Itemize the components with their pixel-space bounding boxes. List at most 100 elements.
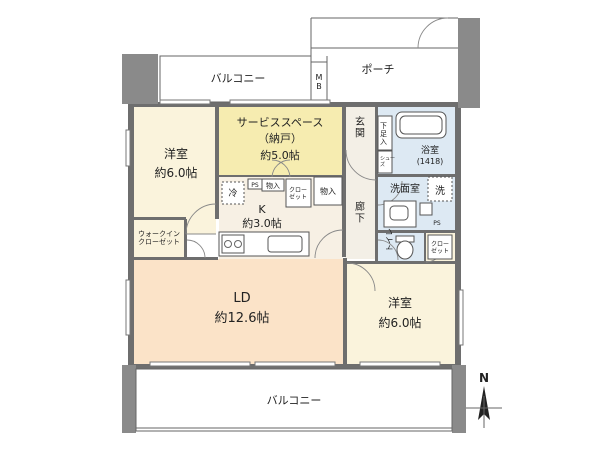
wall-inner-8 xyxy=(347,261,455,264)
toilet-bowl xyxy=(396,240,414,260)
fridge-label: 冷 xyxy=(228,187,237,199)
wall-right xyxy=(455,102,461,368)
top-structures xyxy=(122,17,480,433)
wash-ps-box xyxy=(419,202,433,216)
kitchen-sink xyxy=(267,235,303,253)
corridor-label: 廊下 xyxy=(355,200,365,225)
pillar-bottom-right xyxy=(452,365,466,433)
wall-inner-6 xyxy=(134,257,218,260)
hall-storage-label: 物入 xyxy=(320,186,336,196)
pillar-bottom-left xyxy=(122,365,136,433)
wall-top-right xyxy=(345,102,457,107)
door-toilet xyxy=(377,239,399,261)
toilet-label: トイレ xyxy=(385,228,394,252)
kitchen-closet xyxy=(285,178,312,208)
kitchen-storage-label: 物入 xyxy=(266,181,280,190)
door-entrance xyxy=(345,149,377,181)
wall-inner-11 xyxy=(184,219,187,259)
kitchen-label: K xyxy=(258,203,266,216)
pillar-top-left xyxy=(122,54,158,104)
western-room-right-fill xyxy=(347,263,455,365)
fridge-space xyxy=(221,181,245,205)
wall-inner-9 xyxy=(219,175,343,177)
western-right-label: 洋室 xyxy=(388,295,412,310)
doors xyxy=(185,149,445,292)
ld-label: LD xyxy=(233,291,250,306)
walk-in-closet-label: ウォークインクローゼット xyxy=(138,230,180,246)
corridor-fill xyxy=(345,179,375,259)
wall-inner-12 xyxy=(134,217,186,220)
fixtures xyxy=(218,111,453,260)
entrance-label: 玄関 xyxy=(355,115,365,140)
shoe-box xyxy=(377,115,393,151)
wall-inner-10 xyxy=(424,233,426,261)
compass-cross xyxy=(466,396,502,428)
porch-top-lines xyxy=(310,17,458,56)
kitchen-size-label: 約3.0帖 xyxy=(242,216,282,230)
washer-label: 洗 xyxy=(435,185,445,197)
ld-fill xyxy=(134,259,345,365)
ld-size-label: 約12.6帖 xyxy=(215,311,270,326)
wall-inner-7 xyxy=(343,258,347,366)
toilet-closet-label: クローゼット xyxy=(431,241,449,255)
porch-label: ポーチ xyxy=(362,63,395,76)
hall-storage xyxy=(313,176,343,206)
wall-inner-4 xyxy=(378,174,455,177)
window-bottom-2 xyxy=(254,361,336,367)
bottom-balcony-outline xyxy=(135,368,453,432)
service-space-label: サービススペース xyxy=(237,116,324,129)
window-top-2 xyxy=(229,99,331,105)
washroom-label: 洗面室 xyxy=(390,182,420,195)
window-left-2 xyxy=(125,279,131,336)
pillar-top-right xyxy=(458,18,480,108)
window-right-1 xyxy=(458,289,464,346)
wall-left xyxy=(128,104,134,368)
kitchen-closet-label: クローゼット xyxy=(289,187,307,201)
compass-north-label: N xyxy=(479,371,489,385)
wash-ps-label: PS xyxy=(433,220,441,227)
bathtub-inner xyxy=(399,115,443,135)
shoe-box-small xyxy=(377,150,393,174)
wall-inner-2 xyxy=(342,107,346,257)
washer-space xyxy=(427,176,453,202)
balcony-bottom-label: バルコニー xyxy=(267,394,322,407)
wash-basin-bowl xyxy=(389,205,409,221)
door-service-space xyxy=(271,159,291,178)
bath-label: 浴室 xyxy=(421,144,439,156)
door-ld xyxy=(314,229,344,259)
wall-inner-1 xyxy=(215,107,219,219)
window-top-1 xyxy=(159,99,211,105)
windows xyxy=(125,99,464,367)
western-room-left-fill xyxy=(134,107,216,234)
service-space-sub-label: （納戸） xyxy=(258,132,302,145)
toilet-closet xyxy=(427,234,453,260)
service-space-size-label: 約5.0帖 xyxy=(260,148,300,162)
porch-door-arc xyxy=(417,17,449,49)
kitchen-storage xyxy=(261,178,285,192)
bath-size-label: (1418) xyxy=(417,157,444,166)
western-left-label: 洋室 xyxy=(164,146,188,161)
door-western-right xyxy=(346,262,376,292)
western-right-size-label: 約6.0帖 xyxy=(378,315,421,330)
window-bottom-3 xyxy=(359,361,441,367)
window-bottom-1 xyxy=(149,361,251,367)
western-left-size-label: 約6.0帖 xyxy=(154,165,197,180)
kitchen-stove xyxy=(221,234,245,254)
wall-inner-3 xyxy=(375,107,378,263)
shoe-box-label: 下足入 xyxy=(380,122,387,146)
stove-burner-2 xyxy=(234,240,242,248)
wall-inner-5 xyxy=(378,230,455,233)
compass: N xyxy=(466,371,502,428)
door-wash xyxy=(377,180,403,206)
door-western-left xyxy=(185,203,217,235)
stove-burner-1 xyxy=(224,240,232,248)
service-space-fill xyxy=(219,107,343,177)
shoes-small-label: シューズ xyxy=(380,156,395,168)
balcony-top-label: バルコニー xyxy=(211,72,266,85)
window-left-1 xyxy=(125,129,131,167)
entrance-fill xyxy=(345,107,375,179)
door-walk-in xyxy=(186,239,206,259)
